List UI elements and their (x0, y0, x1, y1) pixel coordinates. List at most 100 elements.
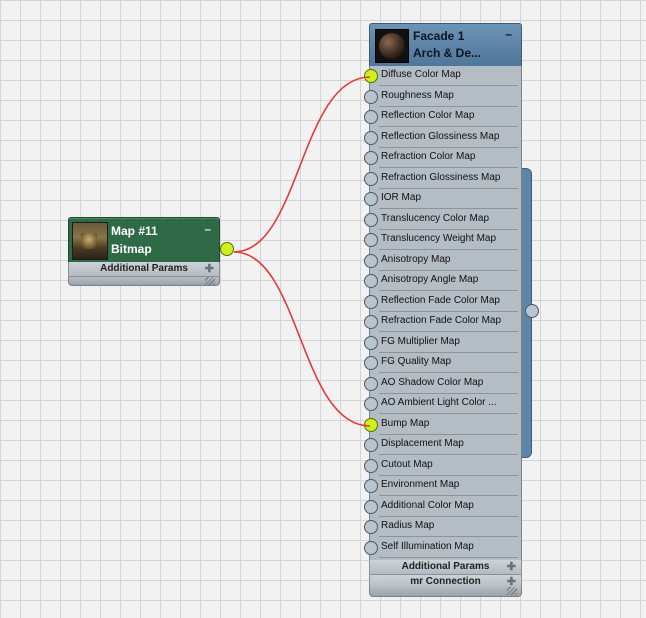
map-input-port[interactable] (364, 356, 378, 370)
map-slot[interactable]: Reflection Color Map (364, 107, 521, 127)
bitmap-node-header[interactable]: Map #11 Bitmap – (68, 217, 220, 263)
map-slot[interactable]: Environment Map (364, 476, 521, 496)
wire-bump[interactable] (233, 251, 371, 427)
expand-plus-icon[interactable]: ✚ (204, 263, 214, 275)
map-input-port[interactable] (364, 397, 378, 411)
map-input-port[interactable] (364, 417, 378, 432)
expand-plus-icon[interactable]: ✚ (506, 561, 516, 573)
wire-diffuse[interactable] (233, 76, 371, 253)
map-input-port[interactable] (364, 376, 378, 391)
additional-params-tab[interactable]: Additional Params ✚ (369, 560, 522, 575)
map-slot-label: FG Quality Map (381, 356, 452, 367)
map-slot-label: Radius Map (381, 520, 435, 531)
bitmap-node[interactable]: Map #11 Bitmap – Additional Params ✚ (68, 217, 234, 289)
slot-divider (379, 146, 518, 148)
material-preview-sphere (375, 29, 409, 63)
map-slot-label: Translucency Color Map (381, 212, 490, 224)
resize-grip-icon[interactable] (205, 277, 215, 285)
map-input-port[interactable] (364, 130, 378, 145)
slot-divider (379, 228, 518, 230)
slot-divider (379, 269, 518, 271)
material-node[interactable]: Facade 1 Arch & De... – Diffuse Color Ma… (364, 23, 522, 601)
map-input-port[interactable] (364, 315, 378, 329)
map-input-port[interactable] (364, 89, 378, 104)
map-slot-label: Additional Color Map (381, 499, 474, 511)
slot-divider (379, 208, 518, 209)
map-slot[interactable]: Radius Map (364, 517, 521, 537)
map-input-port[interactable] (364, 253, 378, 268)
map-input-port[interactable] (364, 438, 378, 452)
mr-connection-label: mr Connection (410, 576, 481, 587)
map-input-port[interactable] (364, 540, 378, 555)
map-slot[interactable]: Self Illumination Map (364, 538, 521, 558)
resize-grip-icon[interactable] (507, 587, 517, 595)
map-slot-label: AO Ambient Light Color ... (381, 397, 497, 408)
map-input-port[interactable] (364, 499, 378, 514)
map-input-port[interactable] (364, 151, 378, 165)
additional-params-tab[interactable]: Additional Params ✚ (68, 262, 220, 277)
map-slot-label: Environment Map (381, 479, 460, 490)
map-slot-label: Cutout Map (381, 458, 433, 470)
map-slot[interactable]: FG Quality Map (364, 353, 521, 373)
map-input-port[interactable] (364, 335, 378, 350)
map-slot[interactable]: Cutout Map (364, 456, 521, 476)
map-input-port[interactable] (364, 212, 378, 227)
slot-divider (379, 105, 518, 107)
material-node-footer (369, 586, 522, 597)
additional-params-label: Additional Params (401, 561, 490, 572)
slot-divider (379, 495, 518, 496)
map-slot-label: Diffuse Color Map (381, 69, 461, 80)
map-input-port[interactable] (364, 520, 378, 534)
map-slot[interactable]: Translucency Weight Map (364, 230, 521, 250)
slot-divider (379, 126, 518, 127)
slot-divider (379, 351, 518, 353)
map-slot[interactable]: Roughness Map (364, 87, 521, 107)
map-slot[interactable]: Refraction Fade Color Map (364, 312, 521, 332)
map-input-port[interactable] (364, 479, 378, 493)
map-slot-label: Translucency Weight Map (381, 233, 497, 244)
map-slot[interactable]: Bump Map (364, 415, 521, 435)
map-input-port[interactable] (364, 274, 378, 288)
slot-divider (379, 433, 518, 435)
map-input-port[interactable] (364, 192, 378, 206)
map-input-port[interactable] (364, 233, 378, 247)
minimize-icon[interactable]: – (505, 27, 512, 41)
map-slot[interactable]: Anisotropy Angle Map (364, 271, 521, 291)
map-input-port[interactable] (364, 458, 378, 473)
map-slot[interactable]: Refraction Color Map (364, 148, 521, 168)
slot-divider (379, 413, 518, 414)
map-slot[interactable]: AO Ambient Light Color ... (364, 394, 521, 414)
map-input-port[interactable] (364, 69, 378, 83)
map-slot[interactable]: Displacement Map (364, 435, 521, 455)
map-slot[interactable]: Diffuse Color Map (364, 66, 521, 86)
slot-divider (379, 310, 518, 312)
expand-plus-icon[interactable]: ✚ (506, 576, 516, 588)
map-input-port[interactable] (364, 294, 378, 309)
map-input-port[interactable] (364, 110, 378, 124)
map-slot[interactable]: FG Multiplier Map (364, 333, 521, 353)
minimize-icon[interactable]: – (204, 222, 211, 236)
slot-divider (379, 167, 518, 168)
material-output-port[interactable] (525, 304, 539, 318)
map-slot[interactable]: Translucency Color Map (364, 210, 521, 230)
map-slot-label: FG Multiplier Map (381, 335, 460, 347)
map-slot-label: AO Shadow Color Map (381, 376, 484, 388)
material-node-header[interactable]: Facade 1 Arch & De... – (369, 23, 522, 67)
map-slot[interactable]: Refraction Glossiness Map (364, 169, 521, 189)
map-slot-label: Refraction Glossiness Map (381, 171, 501, 183)
additional-params-label: Additional Params (100, 263, 188, 274)
map-slot[interactable]: Reflection Glossiness Map (364, 128, 521, 148)
slot-divider (379, 290, 518, 291)
slot-divider (379, 249, 518, 250)
map-slot[interactable]: IOR Map (364, 189, 521, 209)
slot-divider (379, 85, 518, 86)
map-slot[interactable]: AO Shadow Color Map (364, 374, 521, 394)
map-slot[interactable]: Reflection Fade Color Map (364, 292, 521, 312)
map-slot[interactable]: Anisotropy Map (364, 251, 521, 271)
map-input-port[interactable] (364, 171, 378, 186)
map-slot[interactable]: Additional Color Map (364, 497, 521, 517)
bitmap-output-port[interactable] (220, 242, 234, 256)
map-slot-label: Self Illumination Map (381, 540, 474, 552)
